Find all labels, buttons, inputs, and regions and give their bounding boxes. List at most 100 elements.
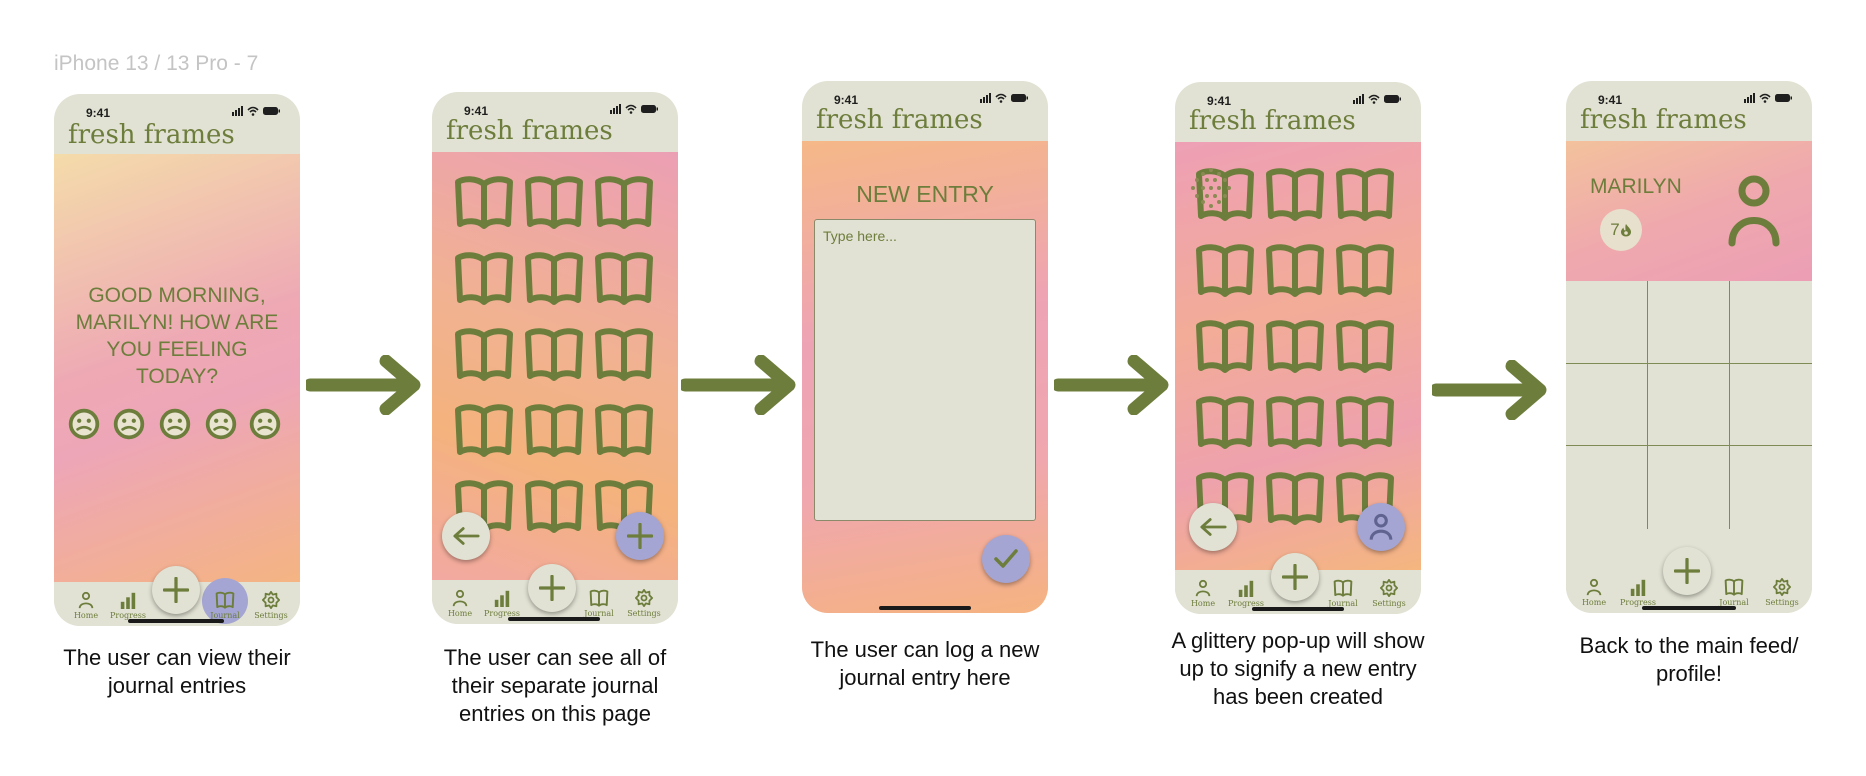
app-brand: fresh frames	[1189, 106, 1356, 136]
journal-entry-book-icon[interactable]	[524, 174, 584, 230]
nav-settings[interactable]: Settings	[624, 589, 664, 618]
add-entry-button[interactable]	[1663, 547, 1711, 595]
nav-progress[interactable]: Progress	[482, 589, 522, 618]
journal-entry-book-icon[interactable]	[1195, 394, 1255, 450]
journal-entry-book-icon[interactable]	[1265, 166, 1325, 222]
journal-entry-book-icon[interactable]	[1265, 394, 1325, 450]
emoji-icon-very-sad[interactable]	[68, 408, 100, 440]
streak-count: 7	[1610, 220, 1620, 239]
flame-icon	[1620, 224, 1631, 237]
grid-cell[interactable]	[1730, 446, 1812, 529]
entry-textbox[interactable]	[814, 219, 1036, 521]
journal-entry-book-icon[interactable]	[1265, 318, 1325, 374]
journal-entry-book-icon[interactable]	[594, 250, 654, 306]
avatar[interactable]	[1728, 175, 1780, 247]
system-icons	[980, 93, 1028, 103]
journal-entry-book-icon[interactable]	[454, 326, 514, 382]
plus-icon	[539, 575, 565, 601]
flow-arrow-icon	[1432, 360, 1552, 420]
add-entry-button[interactable]	[1271, 553, 1319, 601]
streak-badge: 7	[1600, 209, 1642, 251]
entry-text-input[interactable]	[815, 220, 1035, 520]
profile-button[interactable]	[1357, 503, 1405, 551]
grid-cell[interactable]	[1566, 363, 1648, 447]
nav-journal[interactable]: Journal	[1714, 578, 1754, 607]
journal-entry-book-icon[interactable]	[594, 174, 654, 230]
greeting-text: GOOD MORNING, MARILYN! HOW ARE YOU FEELI…	[75, 284, 279, 388]
status-bar: 9:41	[54, 94, 300, 120]
nav-journal[interactable]: Journal	[579, 589, 619, 618]
book-icon	[1723, 578, 1745, 596]
plus-icon	[627, 523, 653, 549]
status-bar: 9:41	[1566, 81, 1812, 107]
mood-background: GOOD MORNING, MARILYN! HOW ARE YOU FEELI…	[54, 154, 300, 582]
journal-entry-book-icon[interactable]	[1335, 242, 1395, 298]
status-bar: 9:41	[1175, 82, 1421, 108]
grid-cell[interactable]	[1566, 281, 1648, 364]
back-button[interactable]	[1189, 503, 1237, 551]
nav-progress[interactable]: Progress	[108, 591, 148, 620]
journal-entry-book-icon[interactable]	[594, 402, 654, 458]
caption-2: The user can see all of their separate j…	[443, 645, 667, 726]
journal-entry-book-icon[interactable]	[524, 478, 584, 534]
nav-settings[interactable]: Settings	[1762, 578, 1802, 607]
journal-entry-book-icon[interactable]	[1265, 242, 1325, 298]
journal-entry-book-icon[interactable]	[1335, 394, 1395, 450]
journal-entry-book-icon[interactable]	[524, 402, 584, 458]
journal-entry-book-icon[interactable]	[454, 402, 514, 458]
nav-home[interactable]: Home	[66, 591, 106, 620]
profile-header: MARILYN 7	[1566, 141, 1812, 281]
back-button[interactable]	[442, 512, 490, 560]
sparkle-icon	[1191, 168, 1231, 208]
emoji-icon-sad[interactable]	[113, 408, 145, 440]
grid-cell[interactable]	[1648, 281, 1730, 364]
journal-entry-book-icon[interactable]	[1335, 318, 1395, 374]
check-icon	[994, 549, 1018, 568]
frame-label: iPhone 13 / 13 Pro - 7	[54, 52, 259, 75]
journal-entry-book-icon[interactable]	[524, 326, 584, 382]
add-entry-button[interactable]	[152, 566, 200, 614]
person-icon	[1194, 579, 1212, 597]
journal-entry-book-icon[interactable]	[524, 250, 584, 306]
new-entry-button[interactable]	[616, 512, 664, 560]
nav-settings[interactable]: Settings	[251, 591, 291, 620]
status-time: 9:41	[464, 104, 489, 118]
nav-home[interactable]: Home	[440, 589, 480, 618]
journal-entry-book-icon[interactable]	[1335, 166, 1395, 222]
home-indicator	[1252, 607, 1344, 611]
grid-cell[interactable]	[1730, 281, 1812, 364]
nav-home[interactable]: Home	[1183, 579, 1223, 608]
grid-cell[interactable]	[1648, 446, 1730, 529]
grid-cell[interactable]	[1730, 364, 1812, 447]
journal-entry-book-icon[interactable]	[454, 250, 514, 306]
nav-progress[interactable]: Progress	[1226, 579, 1266, 608]
profile-name: MARILYN	[1590, 175, 1682, 198]
grid-cell[interactable]	[1566, 446, 1648, 529]
submit-entry-button[interactable]	[982, 535, 1030, 583]
emoji-icon-neutral[interactable]	[159, 408, 191, 440]
emoji-icon-very-happy[interactable]	[249, 408, 281, 440]
journal-entry-book-icon[interactable]	[1195, 318, 1255, 374]
phone-screen-profile: 9:41 fresh frames MARILYN 7 Home Progres…	[1566, 81, 1812, 613]
grid-cell[interactable]	[1648, 363, 1730, 447]
flow-arrow-icon	[1054, 355, 1174, 415]
journal-entry-book-icon[interactable]	[454, 174, 514, 230]
nav-journal[interactable]: Journal	[205, 591, 245, 620]
nav-journal[interactable]: Journal	[1323, 579, 1363, 608]
app-brand: fresh frames	[1580, 105, 1747, 135]
system-icons	[610, 104, 658, 114]
phone-screen-entry-created: 9:41 fresh frames Home	[1175, 82, 1421, 614]
nav-settings[interactable]: Settings	[1369, 579, 1409, 608]
nav-progress[interactable]: Progress	[1618, 578, 1658, 607]
journal-entry-book-icon[interactable]	[1265, 470, 1325, 526]
add-entry-button[interactable]	[528, 564, 576, 612]
journal-entry-book-icon[interactable]	[1195, 242, 1255, 298]
gear-icon	[635, 589, 653, 607]
book-icon	[1332, 579, 1354, 597]
journal-entry-book-icon[interactable]	[594, 326, 654, 382]
person-icon	[77, 591, 95, 609]
emoji-icon-happy[interactable]	[205, 408, 237, 440]
nav-home[interactable]: Home	[1574, 578, 1614, 607]
caption-3: The user can log a new journal entry her…	[810, 637, 1040, 690]
home-indicator	[879, 606, 971, 610]
